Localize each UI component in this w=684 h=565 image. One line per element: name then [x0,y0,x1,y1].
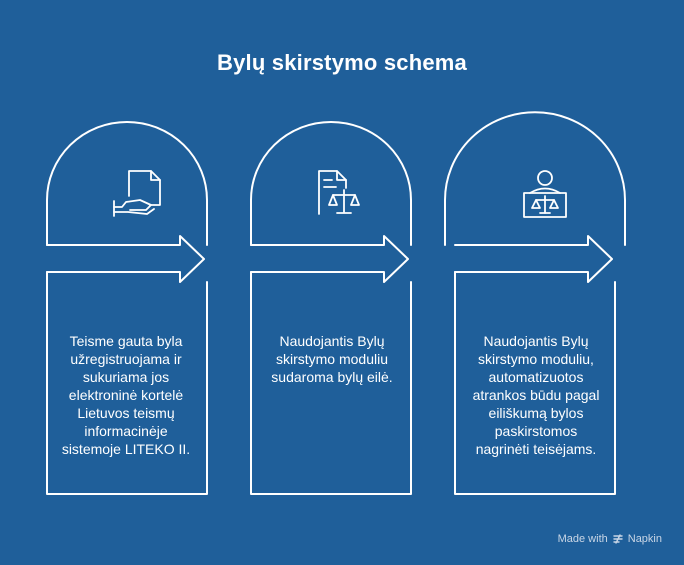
step-1-text: Teisme gauta byla užregistruojama ir suk… [61,333,191,457]
card-body [454,271,616,495]
step-3-text: Naudojantis Bylų skirstymo moduliu, auto… [472,333,600,457]
step-card-2 [250,121,412,495]
diagram-title: Bylų skirstymo schema [217,50,467,75]
card-arrow [454,235,613,283]
step-2-text: Naudojantis Bylų skirstymo moduliu sudar… [271,333,393,385]
judge-scales-icon [523,170,567,218]
footer-credit[interactable]: Made with Napkin [558,533,662,545]
step-card-1 [46,121,208,495]
napkin-brand-label: Napkin [627,533,662,545]
card-body [250,271,412,495]
card-arch-top [250,121,412,246]
card-arch-top [444,111,626,246]
document-hand-icon [113,170,161,217]
document-scales-icon [318,170,360,215]
made-with-label: Made with [557,533,608,545]
card-body [46,271,208,495]
card-arch-top [46,121,208,246]
step-card-3 [444,111,626,495]
card-arrow [46,235,205,283]
napkin-logo-icon [613,534,623,544]
card-arrow [250,235,409,283]
